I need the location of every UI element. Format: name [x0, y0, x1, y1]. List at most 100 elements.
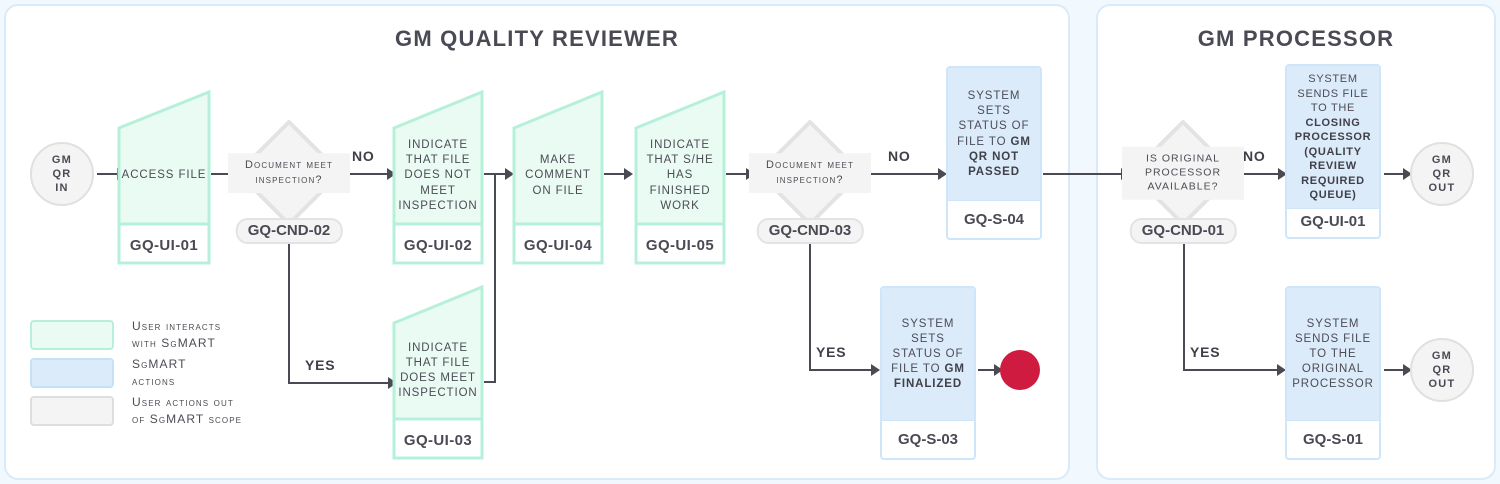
edge-ui02-to-merge: [484, 173, 496, 175]
edge-cnd02-yes-horz: [288, 382, 392, 384]
edge-label-cnd01-yes: YES: [1190, 344, 1221, 360]
node-gq-cnd-01-code: GQ-CND-01: [1129, 218, 1237, 244]
node-gq-s-03-code: GQ-S-03: [897, 431, 958, 448]
node-gq-s-03-text: SYSTEM SETS STATUS OF FILE TO GM FINALIZ…: [882, 288, 974, 421]
edge-start-to-ui01: [97, 173, 119, 175]
node-gq-ui-01-code: GQ-UI-01: [129, 236, 199, 254]
node-gq-s-04[interactable]: SYSTEM SETS STATUS OF FILE TO GM QR NOT …: [946, 66, 1042, 240]
node-gq-cnd-03-text: Document meet inspection?: [749, 153, 871, 193]
node-gq-s-04-fill: [948, 68, 1040, 201]
edge-ui03-to-merge: [484, 381, 496, 383]
arrowhead-cnd01-yes: [1277, 364, 1286, 376]
legend-swatch-gray: [30, 396, 114, 427]
legend-row-out-of-scope: User actions out of SgMART scope: [30, 394, 242, 429]
legend-label-user: User interacts with SgMART: [132, 319, 222, 351]
node-gq-s-03-fill: [882, 288, 974, 421]
node-gq-s-03[interactable]: SYSTEM SETS STATUS OF FILE TO GM FINALIZ…: [880, 286, 976, 460]
node-gq-s-03-text-bold: GM FINALIZED: [893, 363, 965, 391]
panel-title-processor: GM PROCESSOR: [1197, 26, 1395, 51]
legend-row-system: SgMART actions: [30, 356, 187, 391]
edge-label-cnd02-yes: YES: [305, 357, 336, 373]
edge-ui01b-to-out-top: [1384, 173, 1408, 175]
edge-ui01-to-cnd02: [211, 173, 231, 175]
terminator-gm-qr-out-top[interactable]: GM QR OUT: [1410, 142, 1474, 206]
node-gq-cnd-03-code: GQ-CND-03: [756, 218, 864, 244]
panel-title-quality-reviewer: GM QUALITY REVIEWER: [395, 26, 679, 51]
node-gq-ui-01-processor-text-pre: SYSTEM SENDS FILE TO THE: [1297, 73, 1369, 115]
node-gq-s-03-text-pre: SYSTEM SETS STATUS OF FILE TO: [891, 317, 964, 376]
terminator-out-top-line-3: OUT: [1428, 182, 1456, 195]
legend-label-out-of-scope: User actions out of SgMART scope: [132, 395, 243, 427]
node-gq-s-04-text-pre: SYSTEM SETS STATUS OF FILE TO: [957, 89, 1030, 148]
manual-input-shape-icon: [117, 90, 211, 265]
terminator-out-top-line-2: QR: [1432, 167, 1452, 180]
arrowhead-cnd01-no: [1278, 168, 1287, 180]
edge-cnd02-no: [343, 173, 391, 175]
terminator-out-bottom-line-3: OUT: [1428, 378, 1456, 391]
terminator-start-line-3: IN: [55, 182, 69, 195]
edge-merge-vert: [494, 173, 496, 383]
node-gq-ui-01-text: ACCESS FILE: [121, 169, 207, 182]
node-gq-cnd-02-text: Document meet inspection?: [228, 153, 350, 193]
node-gq-ui-01-processor-text-bold: CLOSING PROCESSOR (QUALITY REVIEW REQUIR…: [1294, 116, 1372, 202]
node-gq-s-01[interactable]: SYSTEM SENDS FILE TO THE ORIGINAL PROCES…: [1285, 286, 1381, 460]
manual-input-shape-icon: [392, 285, 484, 460]
node-gq-ui-03-code: GQ-UI-03: [403, 431, 473, 449]
edge-cnd01-yes-vert: [1183, 228, 1185, 371]
node-gq-ui-01-processor-fill: [1287, 66, 1379, 209]
edge-cnd03-no: [864, 173, 944, 175]
edge-cnd01-no: [1236, 173, 1282, 175]
terminator-gm-qr-out-bottom[interactable]: GM QR OUT: [1410, 338, 1474, 402]
node-gq-ui-01-processor[interactable]: SYSTEM SENDS FILE TO THE CLOSING PROCESS…: [1285, 64, 1381, 239]
node-gq-ui-05[interactable]: INDICATE THAT S/HE HAS FINISHED WORK GQ-…: [634, 90, 726, 265]
node-gq-s-01-text: SYSTEM SENDS FILE TO THE ORIGINAL PROCES…: [1287, 288, 1379, 421]
node-gq-s-04-code: GQ-S-04: [963, 211, 1024, 228]
edge-s03-to-stop: [978, 369, 1000, 371]
node-gq-ui-02[interactable]: INDICATE THAT FILE DOES NOT MEET INSPECT…: [392, 90, 484, 265]
terminator-stop-dot: [1000, 350, 1040, 390]
edge-label-cnd03-yes: YES: [816, 344, 847, 360]
edge-merge-to-ui04: [494, 173, 510, 175]
node-gq-cnd-02-code: GQ-CND-02: [235, 218, 343, 244]
manual-input-shape-icon: [392, 90, 484, 265]
node-gq-ui-01-processor-code: GQ-UI-01: [1300, 212, 1366, 230]
terminator-out-top-line-1: GM: [1431, 153, 1453, 166]
node-gq-ui-03[interactable]: INDICATE THAT FILE DOES MEET INSPECTION …: [392, 285, 484, 460]
node-gq-ui-04-text: MAKE COMMENT ON FILE: [525, 154, 591, 197]
node-gq-s-01-fill: [1287, 288, 1379, 421]
node-gq-s-01-text-pre: SYSTEM SENDS FILE TO THE ORIGINAL PROCES…: [1292, 317, 1374, 391]
manual-input-shape-icon: [634, 90, 726, 265]
node-gq-ui-04-code: GQ-UI-04: [523, 236, 593, 254]
node-gq-s-01-code: GQ-S-01: [1302, 431, 1363, 448]
legend-swatch-blue: [30, 358, 114, 389]
node-gq-cnd-03[interactable]: Document meet inspection? GQ-CND-03: [749, 118, 871, 244]
node-gq-ui-02-text: INDICATE THAT FILE DOES NOT MEET INSPECT…: [398, 139, 478, 212]
node-gq-ui-04[interactable]: MAKE COMMENT ON FILE GQ-UI-04: [512, 90, 604, 265]
edge-label-cnd01-no: NO: [1243, 148, 1266, 164]
legend-label-system: SgMART actions: [132, 357, 187, 389]
arrowhead-s01-to-out-bottom: [1403, 364, 1412, 376]
arrowhead-cnd03-yes: [871, 364, 880, 376]
edge-cnd02-yes-vert: [288, 228, 290, 384]
arrowhead-ui01b-to-out-top: [1403, 168, 1412, 180]
node-gq-cnd-02[interactable]: Document meet inspection? GQ-CND-02: [228, 118, 350, 244]
edge-cnd01-yes-horz: [1183, 369, 1281, 371]
node-gq-ui-01-processor-text: SYSTEM SENDS FILE TO THE CLOSING PROCESS…: [1287, 66, 1379, 209]
terminator-start-line-2: QR: [52, 167, 72, 180]
node-gq-cnd-01[interactable]: IS ORIGINAL PROCESSOR AVAILABLE? GQ-CND-…: [1122, 118, 1244, 244]
arrowhead-merge-to-ui04: [505, 168, 514, 180]
terminator-gm-qr-in[interactable]: GM QR IN: [30, 142, 94, 206]
node-gq-s-04-text-bold: GM QR NOT PASSED: [968, 135, 1031, 178]
edge-cnd03-yes-vert: [809, 228, 811, 371]
node-gq-ui-01[interactable]: ACCESS FILE GQ-UI-01: [117, 90, 211, 265]
manual-input-shape-icon: [512, 90, 604, 265]
legend: User interacts with SgMART SgMART action…: [30, 318, 320, 430]
node-gq-ui-05-text: INDICATE THAT S/HE HAS FINISHED WORK: [646, 139, 714, 212]
arrowhead-s03-to-stop: [994, 364, 1003, 376]
edge-ui04-to-ui05: [604, 173, 628, 175]
edge-label-cnd02-no: NO: [352, 148, 375, 164]
node-gq-ui-05-code: GQ-UI-05: [645, 236, 715, 254]
node-gq-cnd-01-text: IS ORIGINAL PROCESSOR AVAILABLE?: [1122, 146, 1244, 200]
terminator-out-bottom-line-1: GM: [1431, 349, 1453, 362]
node-gq-ui-03-text: INDICATE THAT FILE DOES MEET INSPECTION: [398, 341, 478, 400]
